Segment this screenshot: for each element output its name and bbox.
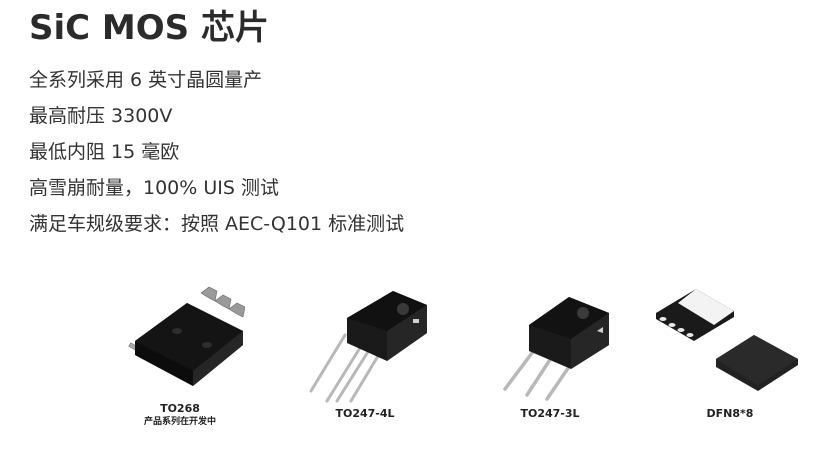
product-dfn8x8: DFN8*8 bbox=[645, 283, 815, 421]
feature-item: 最低内阻 15 毫欧 bbox=[29, 141, 180, 163]
feature-item: 高雪崩耐量，100% UIS 测试 bbox=[29, 177, 279, 199]
product-to268: TO268 产品系列在开发中 bbox=[105, 283, 255, 428]
to247-4l-package-icon bbox=[309, 291, 427, 403]
page-title: SiC MOS 芯片 bbox=[29, 8, 269, 48]
feature-item: 满足车规级要求：按照 AEC-Q101 标准测试 bbox=[29, 213, 405, 235]
product-sublabel: 产品系列在开发中 bbox=[143, 417, 216, 427]
product-label: TO247-3L bbox=[520, 407, 580, 420]
dfn8x8-package-icon bbox=[656, 289, 798, 391]
product-to247-3l: TO247-3L bbox=[475, 283, 625, 421]
to268-package-icon bbox=[128, 286, 245, 386]
to247-3l-package-icon bbox=[503, 297, 609, 401]
feature-list: 全系列采用 6 英寸晶圆量产 最高耐压 3300V 最低内阻 15 毫欧 高雪崩… bbox=[29, 62, 404, 242]
product-to247-4l: TO247-4L bbox=[285, 283, 445, 421]
product-label: TO247-4L bbox=[335, 407, 395, 420]
product-label: TO268 bbox=[160, 402, 200, 415]
feature-item: 全系列采用 6 英寸晶圆量产 bbox=[29, 69, 263, 91]
product-label: DFN8*8 bbox=[706, 407, 754, 420]
feature-item: 最高耐压 3300V bbox=[29, 105, 173, 127]
